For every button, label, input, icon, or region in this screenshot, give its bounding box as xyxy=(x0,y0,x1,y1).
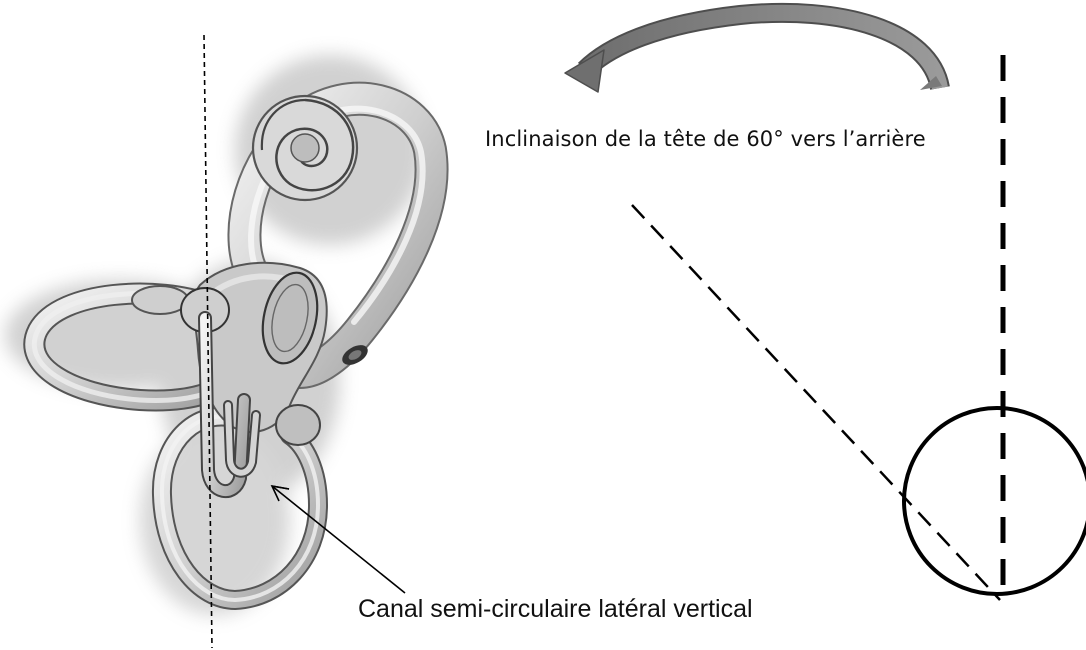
inner-ear-illustration xyxy=(5,35,432,648)
canal-label: Canal semi-circulaire latéral vertical xyxy=(358,595,753,624)
circle-head-icon xyxy=(904,408,1086,594)
head-tilt-line xyxy=(632,205,1000,600)
curved-arrow-left-icon xyxy=(565,13,942,92)
head-tilt-label: Inclinaison de la tête de 60° vers l’arr… xyxy=(485,127,926,151)
